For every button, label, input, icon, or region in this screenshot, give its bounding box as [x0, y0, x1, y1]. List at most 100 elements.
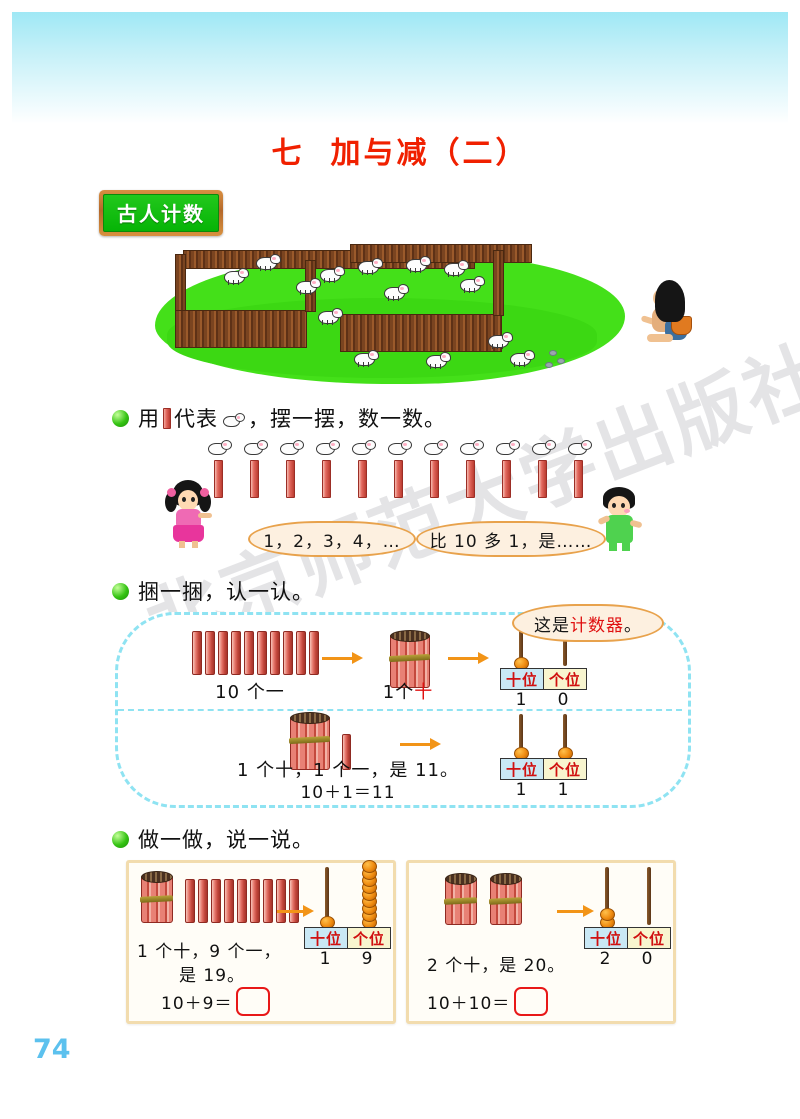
sheep: [355, 258, 383, 275]
sheep-stick-pair: [422, 440, 450, 498]
ex2-arrow: [557, 905, 594, 917]
pen-fence-right-side: [493, 250, 504, 316]
sheep: [221, 268, 249, 285]
sheep: [351, 350, 379, 367]
row1-ones-digit: 0: [557, 690, 569, 710]
ex1-tens-digit: 1: [319, 949, 331, 969]
row1-bundle: [388, 630, 431, 688]
ex1-line1: 1 个十，9 个一，: [137, 942, 282, 962]
sheep: [403, 256, 431, 273]
exercise-box-1[interactable]: 十位 个位 1 9 1 个十，9 个一， 是 19。 10＋9＝: [126, 860, 396, 1024]
sheep: [293, 278, 321, 295]
row1-mid-caption: 1个十: [358, 678, 458, 704]
speech-bubble-counter: 这是计数器。: [512, 604, 664, 642]
ex1-answer-input[interactable]: [236, 987, 271, 1016]
ex1-arrow: [277, 905, 314, 917]
bullet-dot-icon: [112, 409, 129, 427]
sheep: [317, 266, 345, 283]
sheep: [507, 350, 535, 367]
header-gradient-band: [12, 12, 788, 124]
sheep: [457, 276, 485, 293]
sheep-stick-counting-row: [206, 440, 606, 502]
row2-equation: 10＋1＝11: [300, 783, 396, 803]
sheep: [381, 284, 409, 301]
pen-fence-front-left: [175, 310, 307, 348]
sheep-stick-pair: [386, 440, 414, 498]
row1-arrow-2: [448, 652, 489, 664]
row2-ones-digit: 1: [557, 780, 569, 800]
row1-arrow-1: [322, 652, 363, 664]
page-number: 74: [33, 1034, 71, 1065]
speech-bubble-boy-text: 比 10 多 1，是……: [429, 531, 593, 552]
row1-ones-label: 个位: [544, 669, 586, 689]
bullet-1-mid: 代表: [174, 407, 218, 431]
sheep-stick-pair: [278, 440, 306, 498]
speech-bubble-girl: 1，2，3，4，…: [248, 521, 416, 557]
sheep: [441, 260, 469, 277]
row2-ones-label: 个位: [544, 759, 586, 779]
sheep-stick-pair: [530, 440, 558, 498]
ex1-ones-label: 个位: [348, 928, 390, 948]
bullet-dot-icon: [112, 830, 129, 848]
ex2-ones-label: 个位: [628, 928, 670, 948]
sheep-stick-pair: [242, 440, 270, 498]
sheep: [315, 308, 343, 325]
bullet-item-1: 用代表 ，摆一摆，数一数。: [112, 403, 446, 433]
row2-arrow: [400, 738, 441, 750]
counter-bubble-em: 计数器: [570, 615, 624, 636]
row1-mid-caption-em: 十: [414, 682, 434, 703]
row2-bundle-and-stick: [288, 712, 354, 770]
row2-counter: 十位 个位 1 1: [500, 714, 600, 800]
counter-bubble-prefix: 这是: [534, 615, 570, 636]
chapter-number: 七: [271, 136, 305, 171]
row1-tens-digit: 1: [515, 690, 527, 710]
ex1-tens-label: 十位: [305, 928, 348, 948]
lesson-label-text: 古人计数: [103, 194, 219, 232]
sheep-stick-pair: [566, 440, 594, 498]
ex2-tens-digit: 2: [599, 949, 611, 969]
ex2-tens-bead: [600, 908, 615, 921]
row1-tens-label: 十位: [501, 669, 544, 689]
ex2-answer-input[interactable]: [514, 987, 549, 1016]
ex2-line1: 2 个十，是 20。: [427, 956, 566, 976]
row1-counter: 十位 个位 1 0: [500, 624, 600, 710]
ex2-bundles: [443, 873, 523, 925]
sheep: [485, 332, 513, 349]
bullet-1-prefix: 用: [138, 407, 160, 431]
sheep: [253, 254, 281, 271]
sheep-icon: [221, 413, 245, 429]
pen-fence-back-right: [350, 244, 532, 263]
bullet-1-suffix: ，摆一摆，数一数。: [248, 407, 446, 431]
pen-fence-left-side: [175, 254, 186, 314]
row2-tens-label: 十位: [501, 759, 544, 779]
row1-left-caption-num: 10: [215, 682, 241, 703]
row2-tens-digit: 1: [515, 780, 527, 800]
row1-ten-single-sticks: [192, 631, 322, 675]
bullet-item-2: 捆一捆，认一认。: [112, 576, 314, 606]
row1-left-caption-text: 个一: [246, 682, 285, 703]
lesson-label-plaque: 古人计数: [99, 190, 223, 236]
row1-mid-caption-num: 1: [382, 682, 396, 703]
sheep-pen-illustration: [145, 232, 692, 397]
ex1-equation-left: 10＋9＝: [161, 994, 233, 1014]
ex2-equation-left: 10＋10＝: [427, 994, 511, 1014]
ex1-ones-digit: 9: [361, 949, 373, 969]
bullet-dot-icon: [112, 582, 129, 600]
sheep-stick-pair: [206, 440, 234, 498]
ex2-counter: 十位 个位 2 0: [584, 867, 679, 969]
pen-fence-front-right: [340, 314, 502, 352]
ex2-tens-label: 十位: [585, 928, 628, 948]
row1-mid-caption-ge: 个: [395, 682, 415, 703]
concept-panel-divider: [118, 709, 682, 711]
bullet-item-3: 做一做，说一说。: [112, 824, 314, 854]
ex1-counter: 十位 个位 1 9: [304, 860, 399, 969]
sheep-stick-pair: [350, 440, 378, 498]
row2-caption: 1 个十，1 个一，是 11。: [237, 760, 459, 781]
sheep: [423, 352, 451, 369]
bullet-3-text: 做一做，说一说。: [138, 828, 314, 852]
ex2-ones-digit: 0: [641, 949, 653, 969]
bullet-2-text: 捆一捆，认一认。: [138, 580, 314, 604]
girl-character: [165, 480, 213, 548]
exercise-box-2[interactable]: 十位 个位 2 0 2 个十，是 20。 10＋10＝: [406, 860, 676, 1024]
